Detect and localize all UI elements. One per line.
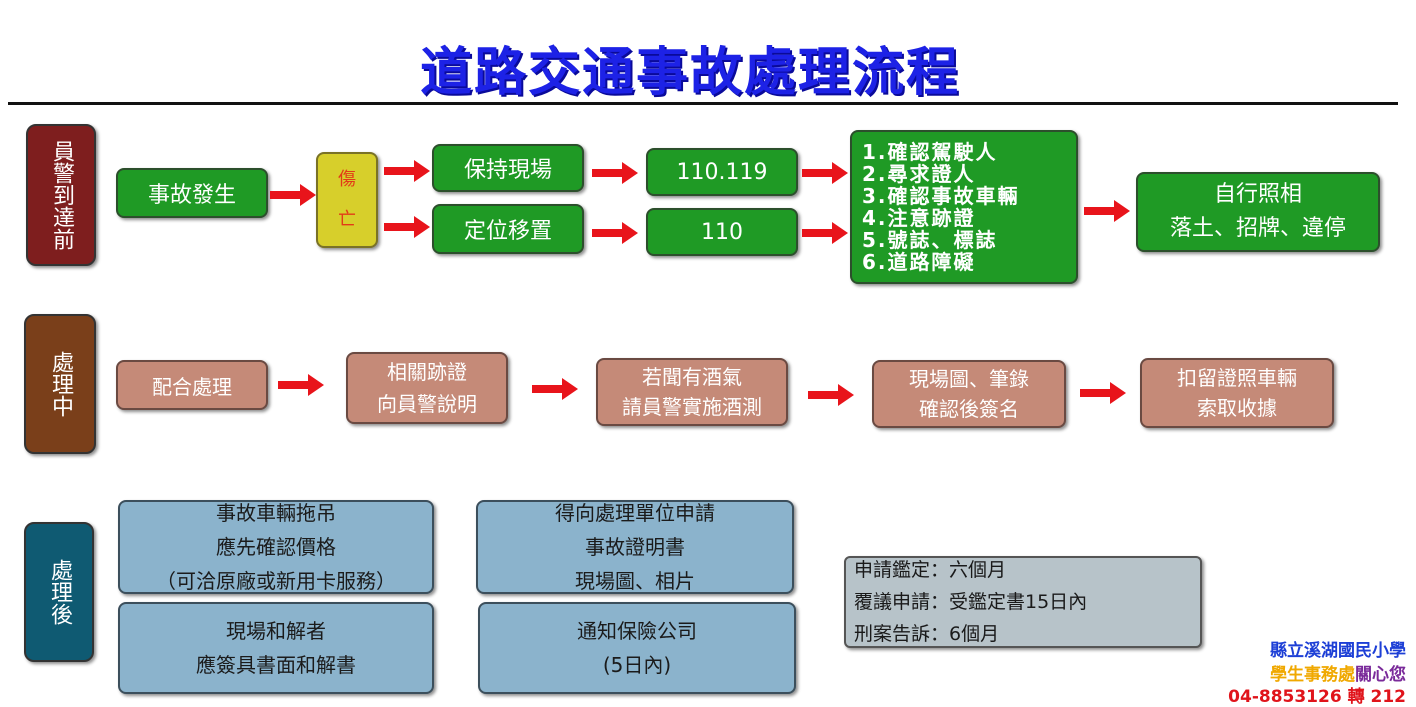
arrow-icon [802, 222, 848, 244]
step-alcohol-test: 若聞有酒氣 請員警實施酒測 [596, 358, 788, 426]
arrow-icon [1080, 382, 1126, 404]
step-text: 請員警實施酒測 [622, 395, 762, 419]
office-name: 學生事務處 [1270, 665, 1355, 685]
step-sign-record: 現場圖、筆錄 確認後簽名 [872, 360, 1066, 428]
arrow-icon [808, 384, 854, 406]
self-photo-items: 落土、招牌、違停 [1169, 216, 1346, 241]
school-name: 縣立溪湖國民小學 [1270, 641, 1406, 661]
step-text: 相關跡證 [387, 360, 467, 384]
settlement-text: 現場和解者 [226, 619, 326, 643]
side-label-after: 處理後 [24, 522, 94, 662]
tow-text: 應先確認價格 [216, 535, 336, 559]
office-line: 學生事務處關心您 [1270, 660, 1406, 685]
insurance-text: 通知保險公司 [577, 619, 697, 643]
apply-text: 現場圖、相片 [575, 569, 695, 593]
step-receipt: 扣留證照車輛 索取收據 [1140, 358, 1334, 428]
arrow-icon [278, 374, 324, 396]
checklist-item: 5.號誌、標誌 [862, 228, 998, 252]
step-cooperate: 配合處理 [116, 360, 268, 410]
arrow-icon [592, 162, 638, 184]
step-keep-scene: 保持現場 [432, 144, 584, 192]
side-label-before-arrival: 員警到達前 [26, 124, 96, 266]
step-evidence: 相關跡證 向員警說明 [346, 352, 508, 424]
arrow-icon [532, 378, 578, 400]
checklist-item: 4.注意跡證 [862, 206, 976, 230]
tow-text: （可洽原廠或新用卡服務） [156, 569, 396, 593]
apply-text: 事故證明書 [585, 535, 685, 559]
side-label-text: 處理中 [48, 351, 73, 417]
deadline-item: 覆議申請：受鑑定書15日內 [854, 591, 1088, 613]
checklist-item: 3.確認事故車輛 [862, 184, 1020, 208]
insurance-box: 通知保險公司 (5日內) [478, 602, 796, 694]
side-label-in-progress: 處理中 [24, 314, 96, 454]
call-110: 110 [646, 208, 798, 256]
deadline-info-box: 申請鑑定：六個月 覆議申請：受鑑定書15日內 刑案告訴：6個月 [844, 556, 1202, 648]
settlement-text: 應簽具書面和解書 [196, 653, 356, 677]
step-text: 現場圖、筆錄 [909, 367, 1029, 391]
step-text: 若聞有酒氣 [642, 365, 742, 389]
arrow-icon [1084, 200, 1130, 222]
phone-number: 04-8853126 轉 212 [1228, 687, 1406, 707]
care-text: 關心您 [1355, 665, 1406, 685]
casualty-label-injury: 傷 [338, 169, 356, 190]
step-text: 扣留證照車輛 [1177, 366, 1297, 390]
deadline-item: 申請鑑定：六個月 [854, 559, 1007, 581]
step-mark-and-move: 定位移置 [432, 204, 584, 254]
call-110-119: 110.119 [646, 148, 798, 196]
tow-box: 事故車輛拖吊 應先確認價格 （可洽原廠或新用卡服務） [118, 500, 434, 594]
apply-text: 得向處理單位申請 [555, 501, 715, 525]
casualty-box: 傷 亡 [316, 152, 378, 248]
step-text: 索取收據 [1197, 396, 1277, 420]
settlement-box: 現場和解者 應簽具書面和解書 [118, 602, 434, 694]
arrow-icon [270, 184, 316, 206]
apply-certificate-box: 得向處理單位申請 事故證明書 現場圖、相片 [476, 500, 794, 594]
arrow-icon [802, 162, 848, 184]
self-photo-title: 自行照相 [1213, 182, 1302, 207]
step-text: 確認後簽名 [919, 397, 1019, 421]
side-label-text: 處理後 [47, 559, 72, 625]
step-text: 向員警說明 [377, 392, 477, 416]
insurance-text: (5日內) [602, 653, 672, 677]
arrow-icon [592, 222, 638, 244]
checklist-item: 6.道路障礙 [862, 250, 976, 274]
checklist-item: 2.尋求證人 [862, 162, 976, 186]
deadline-item: 刑案告訴：6個月 [854, 623, 1000, 645]
page-title: 道路交通事故處理流程 [419, 43, 960, 103]
title-divider [8, 102, 1398, 105]
checklist-box: 1.確認駕駛人 2.尋求證人 3.確認事故車輛 4.注意跡證 5.號誌、標誌 6… [850, 130, 1078, 284]
arrow-icon [384, 216, 430, 238]
self-photo-box: 自行照相 落土、招牌、違停 [1136, 172, 1380, 252]
arrow-icon [384, 160, 430, 182]
step-accident-occurs: 事故發生 [116, 168, 268, 218]
tow-text: 事故車輛拖吊 [216, 501, 336, 525]
casualty-label-death: 亡 [338, 209, 356, 230]
checklist-item: 1.確認駕駛人 [862, 140, 998, 164]
